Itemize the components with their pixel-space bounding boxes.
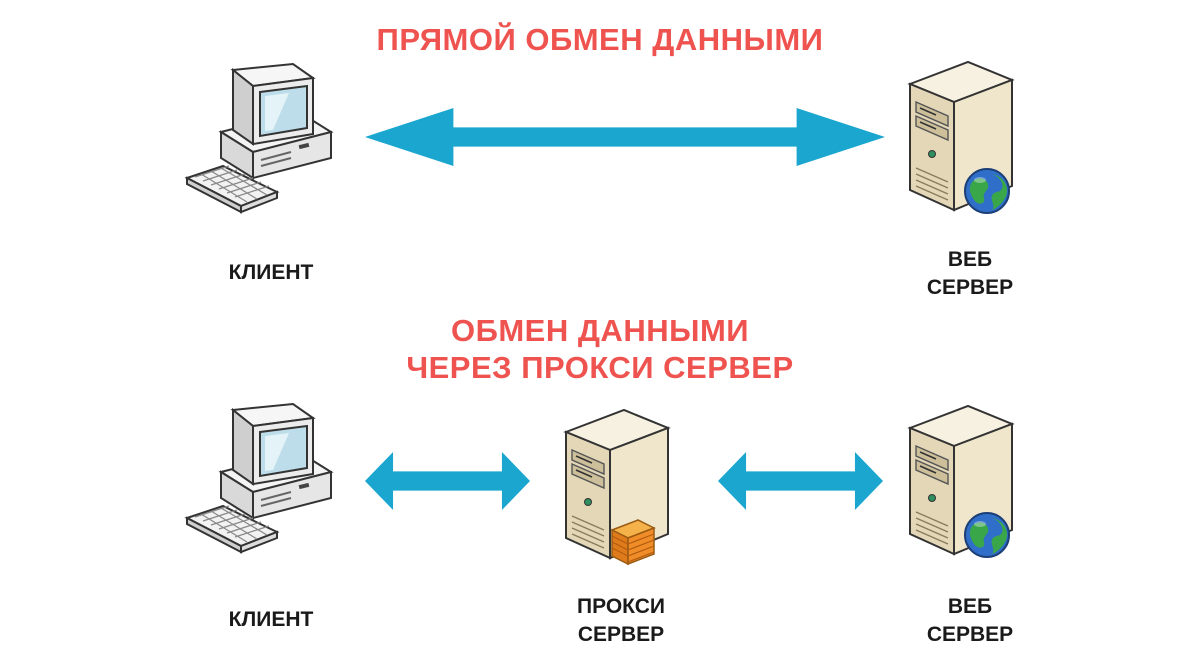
web-server-icon (900, 56, 1020, 216)
web-server-icon (900, 400, 1020, 560)
proxy-exchange-title-line2: ЧЕРЕЗ ПРОКСИ СЕРВЕР (406, 350, 794, 385)
double-arrow-icon (718, 452, 883, 510)
globe-icon (962, 166, 1012, 216)
firewall-icon (608, 516, 658, 566)
proxy-server-label-line2: СЕРВЕР (577, 623, 665, 646)
proxy-server-icon (556, 404, 676, 564)
direct-exchange-title: ПРЯМОЙ ОБМЕН ДАННЫМИ (376, 22, 824, 57)
computer-icon (176, 400, 346, 560)
double-arrow-icon (365, 452, 530, 510)
web-server-label-line1: ВЕБ (947, 248, 993, 271)
proxy-server-label-line1: ПРОКСИ (577, 595, 665, 618)
double-arrow-icon (365, 108, 885, 166)
computer-icon (176, 60, 346, 220)
client-label: КЛИЕНТ (228, 608, 314, 631)
web-server-label-line2: СЕРВЕР (926, 623, 1014, 646)
client-label: КЛИЕНТ (228, 261, 314, 284)
web-server-label-line1: ВЕБ (947, 595, 993, 618)
proxy-exchange-title-line1: ОБМЕН ДАННЫМИ (450, 313, 750, 348)
globe-icon (962, 510, 1012, 560)
web-server-label-line2: СЕРВЕР (926, 276, 1014, 299)
